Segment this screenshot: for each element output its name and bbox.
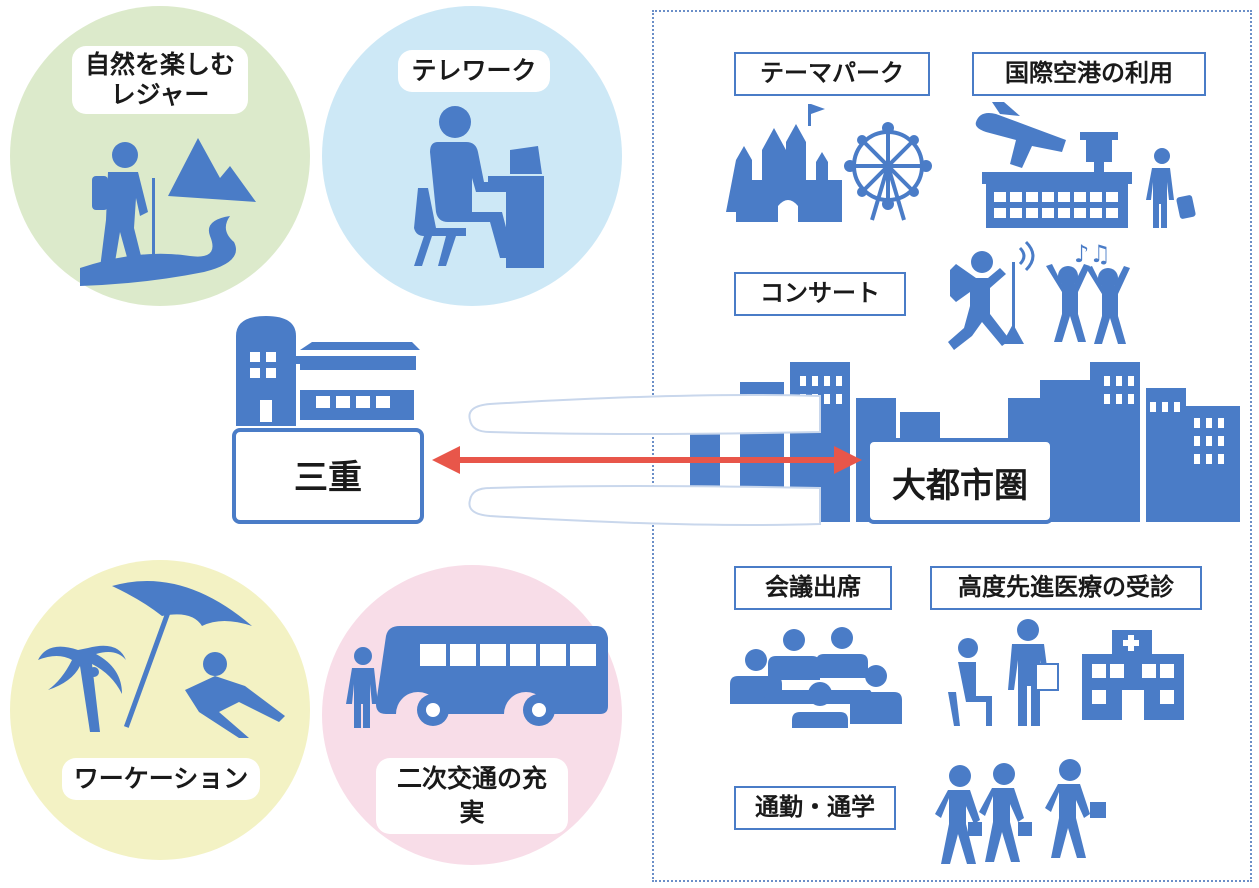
origin-box-frame: [232, 428, 424, 524]
workation-circle: [10, 560, 310, 860]
metropolitan-activities-panel: [652, 10, 1252, 882]
nature-leisure-label: 自然を楽しむ レジャー: [72, 46, 248, 114]
medical-label: 高度先進医療の受診: [930, 566, 1202, 610]
meeting-label: 会議出席: [734, 566, 892, 610]
concert-label: コンサート: [734, 272, 906, 316]
theme-park-label: テーマパーク: [734, 52, 930, 96]
destination-label: 大都市圏: [892, 466, 1028, 506]
telework-label: テレワーク: [398, 50, 550, 92]
commute-label: 通勤・通学: [734, 786, 896, 830]
airport-label: 国際空港の利用: [972, 52, 1206, 96]
origin-label: 三重: [294, 458, 362, 498]
destination-box-frame: [866, 438, 1054, 524]
transport-label: 二次交通の充実: [376, 758, 568, 834]
workation-label: ワーケーション: [62, 758, 260, 800]
